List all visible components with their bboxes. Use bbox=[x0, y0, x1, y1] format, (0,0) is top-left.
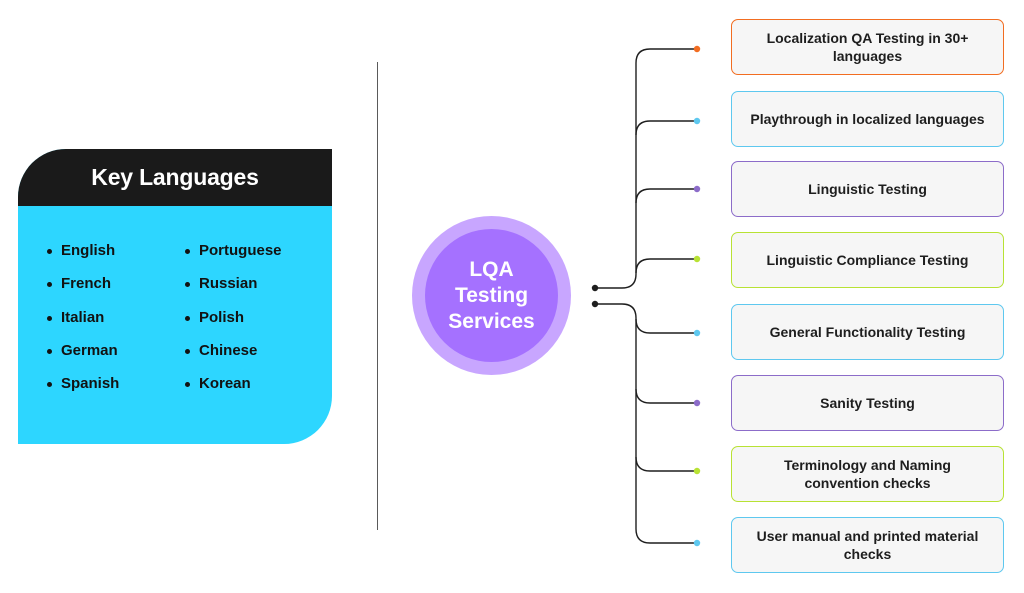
vertical-divider bbox=[377, 62, 378, 530]
language-item: Russian bbox=[184, 274, 322, 307]
connector-end-dot bbox=[693, 255, 701, 263]
key-languages-card: Key Languages English French Italian Ger… bbox=[18, 149, 332, 444]
language-column-2: Portuguese Russian Polish Chinese Korean bbox=[184, 241, 322, 407]
service-box-terminology-checks: Terminology and Naming convention checks bbox=[731, 446, 1004, 502]
language-columns: English French Italian German Spanish Po… bbox=[46, 241, 322, 407]
language-item: English bbox=[46, 241, 184, 274]
service-box-localization-qa: Localization QA Testing in 30+ languages bbox=[731, 19, 1004, 75]
language-item: Portuguese bbox=[184, 241, 322, 274]
connector-end-dot bbox=[693, 467, 701, 475]
connector-end-dot bbox=[693, 117, 701, 125]
service-box-user-manual-checks: User manual and printed material checks bbox=[731, 517, 1004, 573]
language-item: Chinese bbox=[184, 341, 322, 374]
service-box-linguistic-compliance: Linguistic Compliance Testing bbox=[731, 232, 1004, 288]
connector-end-dot bbox=[693, 45, 701, 53]
service-box-general-functionality: General Functionality Testing bbox=[731, 304, 1004, 360]
connector-end-dot bbox=[693, 329, 701, 337]
language-item: Spanish bbox=[46, 374, 184, 407]
language-item: Italian bbox=[46, 308, 184, 341]
service-box-linguistic-testing: Linguistic Testing bbox=[731, 161, 1004, 217]
hub-circle: LQA Testing Services bbox=[425, 229, 558, 362]
language-item: Korean bbox=[184, 374, 322, 407]
connector-end-dot bbox=[693, 539, 701, 547]
language-item: French bbox=[46, 274, 184, 307]
language-item: German bbox=[46, 341, 184, 374]
connector-end-dot bbox=[693, 185, 701, 193]
language-column-1: English French Italian German Spanish bbox=[46, 241, 184, 407]
key-languages-title: Key Languages bbox=[18, 149, 332, 206]
service-box-sanity-testing: Sanity Testing bbox=[731, 375, 1004, 431]
connector-end-dot bbox=[693, 399, 701, 407]
service-box-playthrough: Playthrough in localized languages bbox=[731, 91, 1004, 147]
hub-label: LQA Testing Services bbox=[448, 257, 535, 333]
language-item: Polish bbox=[184, 308, 322, 341]
